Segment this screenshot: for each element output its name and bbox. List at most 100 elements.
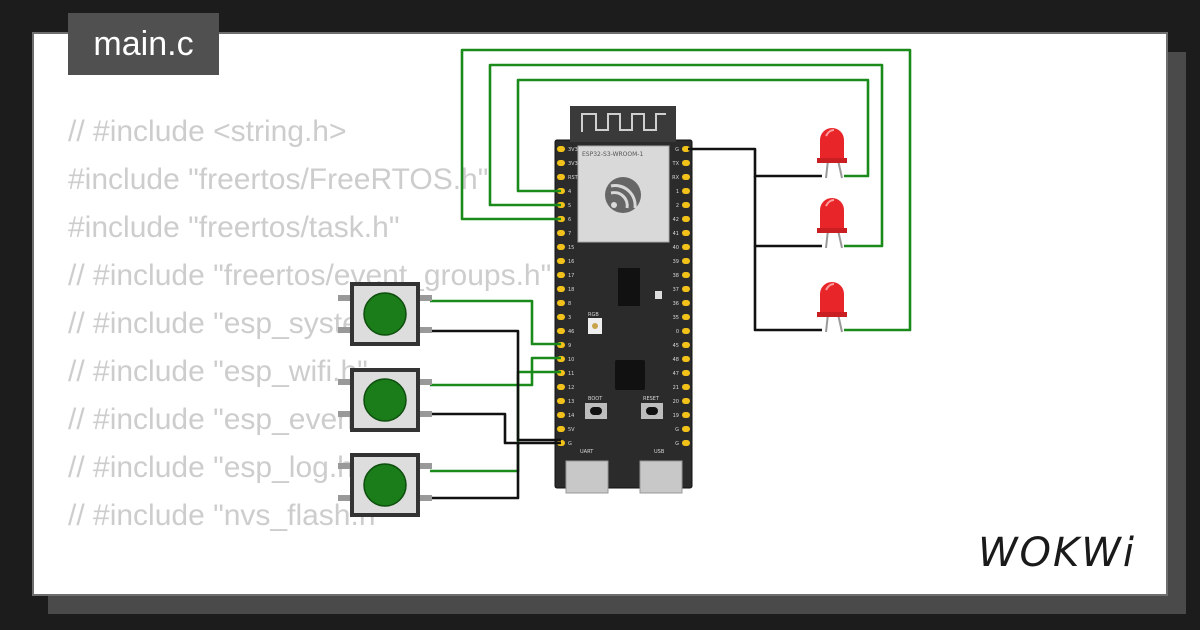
left-pin-label: 4 bbox=[568, 189, 571, 195]
right-pin-label: 1 bbox=[676, 189, 679, 195]
wire-green bbox=[430, 299, 561, 346]
right-pin-pad[interactable] bbox=[682, 342, 690, 348]
left-pin-label: 5V bbox=[568, 427, 575, 433]
right-pin-pad[interactable] bbox=[682, 286, 690, 292]
left-pin-label: 11 bbox=[568, 371, 574, 377]
wokwi-logo[interactable]: WOKWi bbox=[976, 526, 1150, 578]
led-3[interactable] bbox=[817, 282, 847, 333]
right-pin-label: 0 bbox=[676, 329, 679, 335]
left-pin-pad[interactable] bbox=[557, 230, 565, 236]
wokwi-logo-text: WOKWi bbox=[978, 530, 1136, 576]
right-pin-label: 37 bbox=[673, 287, 679, 293]
left-pin-label: 16 bbox=[568, 259, 574, 265]
led-2[interactable] bbox=[817, 198, 847, 249]
left-pin-label: 17 bbox=[568, 273, 574, 279]
left-pin-label: G bbox=[568, 441, 572, 447]
right-pin-pad[interactable] bbox=[682, 272, 690, 278]
left-pin-pad[interactable] bbox=[557, 244, 565, 250]
wire-green bbox=[430, 370, 561, 473]
code-background: // #include <string.h> #include "freerto… bbox=[68, 108, 551, 594]
wire-black bbox=[688, 147, 822, 178]
right-pin-label: 20 bbox=[673, 399, 679, 405]
right-pin-label: 38 bbox=[673, 273, 679, 279]
right-pin-pad[interactable] bbox=[682, 370, 690, 376]
left-pin-label: 13 bbox=[568, 399, 574, 405]
right-pin-pad[interactable] bbox=[682, 146, 690, 152]
right-pin-pad[interactable] bbox=[682, 300, 690, 306]
right-pin-pad[interactable] bbox=[682, 202, 690, 208]
wire-black bbox=[753, 176, 822, 248]
right-pin-pad[interactable] bbox=[682, 356, 690, 362]
right-pin-pad[interactable] bbox=[682, 216, 690, 222]
right-pin-pad[interactable] bbox=[682, 174, 690, 180]
left-pin-label: RST bbox=[568, 175, 579, 181]
wire-black bbox=[430, 443, 520, 500]
left-pin-label: 15 bbox=[568, 245, 574, 251]
push-button-1[interactable] bbox=[338, 282, 432, 346]
right-pin-pad[interactable] bbox=[682, 426, 690, 432]
left-pin-pad[interactable] bbox=[557, 328, 565, 334]
right-pin-label: 42 bbox=[673, 217, 679, 223]
push-button-2[interactable] bbox=[338, 368, 432, 432]
right-pin-pad[interactable] bbox=[682, 384, 690, 390]
right-pin-pad[interactable] bbox=[682, 314, 690, 320]
right-pin-label: 19 bbox=[673, 413, 679, 419]
left-pin-pad[interactable] bbox=[557, 272, 565, 278]
right-pin-pad[interactable] bbox=[682, 412, 690, 418]
right-pin-pad[interactable] bbox=[682, 188, 690, 194]
usb-port bbox=[639, 460, 683, 494]
left-pin-pad[interactable] bbox=[557, 398, 565, 404]
right-pin-label: 41 bbox=[673, 231, 679, 237]
right-pin-label: 48 bbox=[673, 357, 679, 363]
right-pin-label: 36 bbox=[673, 301, 679, 307]
right-pin-label: 21 bbox=[673, 385, 679, 391]
esp32-s3-board[interactable]: ESP32-S3-WROOM-1 RGB BOOT RESET UART USB… bbox=[554, 106, 693, 494]
left-pin-label: 5 bbox=[568, 203, 571, 209]
right-pin-label: 39 bbox=[673, 259, 679, 265]
left-pin-label: 9 bbox=[568, 343, 571, 349]
right-pin-label: RX bbox=[672, 175, 679, 181]
left-pin-pad[interactable] bbox=[557, 314, 565, 320]
left-pin-pad[interactable] bbox=[557, 384, 565, 390]
right-pin-label: G bbox=[675, 147, 679, 153]
left-pin-pad[interactable] bbox=[557, 146, 565, 152]
right-pin-label: G bbox=[675, 427, 679, 433]
wire-green bbox=[488, 63, 884, 248]
left-pin-pad[interactable] bbox=[557, 300, 565, 306]
right-pin-pad[interactable] bbox=[682, 160, 690, 166]
left-pin-label: 46 bbox=[568, 329, 574, 335]
left-pin-pad[interactable] bbox=[557, 160, 565, 166]
right-pin-label: 40 bbox=[673, 245, 679, 251]
file-tab[interactable]: main.c bbox=[68, 13, 219, 75]
left-pin-label: 3V3 bbox=[568, 147, 578, 153]
right-pin-pad[interactable] bbox=[682, 258, 690, 264]
right-pin-pad[interactable] bbox=[682, 398, 690, 404]
right-pin-label: 2 bbox=[676, 203, 679, 209]
push-button-3[interactable] bbox=[338, 453, 432, 517]
right-pin-pad[interactable] bbox=[682, 230, 690, 236]
smd-component bbox=[655, 291, 662, 299]
wire-black bbox=[430, 329, 561, 442]
espressif-logo bbox=[605, 177, 641, 213]
wires bbox=[430, 48, 912, 500]
wire-green bbox=[516, 78, 870, 193]
module-label: ESP32-S3-WROOM-1 bbox=[582, 151, 643, 158]
left-pin-label: 7 bbox=[568, 231, 571, 237]
led-1[interactable] bbox=[817, 128, 847, 179]
left-pin-pad[interactable] bbox=[557, 412, 565, 418]
left-pin-pad[interactable] bbox=[557, 258, 565, 264]
right-pin-pad[interactable] bbox=[682, 244, 690, 250]
left-pin-pad[interactable] bbox=[557, 286, 565, 292]
chip bbox=[615, 360, 645, 390]
left-pin-pad[interactable] bbox=[557, 426, 565, 432]
code-line: // #include "esp_wifi.h" bbox=[68, 355, 368, 388]
chip bbox=[618, 268, 640, 306]
right-pin-pad[interactable] bbox=[682, 440, 690, 446]
right-pin-pad[interactable] bbox=[682, 328, 690, 334]
uart-label: UART bbox=[580, 449, 594, 455]
left-pin-pad[interactable] bbox=[557, 174, 565, 180]
left-pin-label: 12 bbox=[568, 385, 574, 391]
code-line: // #include <string.h> bbox=[68, 115, 347, 148]
boot-label: BOOT bbox=[588, 396, 603, 402]
